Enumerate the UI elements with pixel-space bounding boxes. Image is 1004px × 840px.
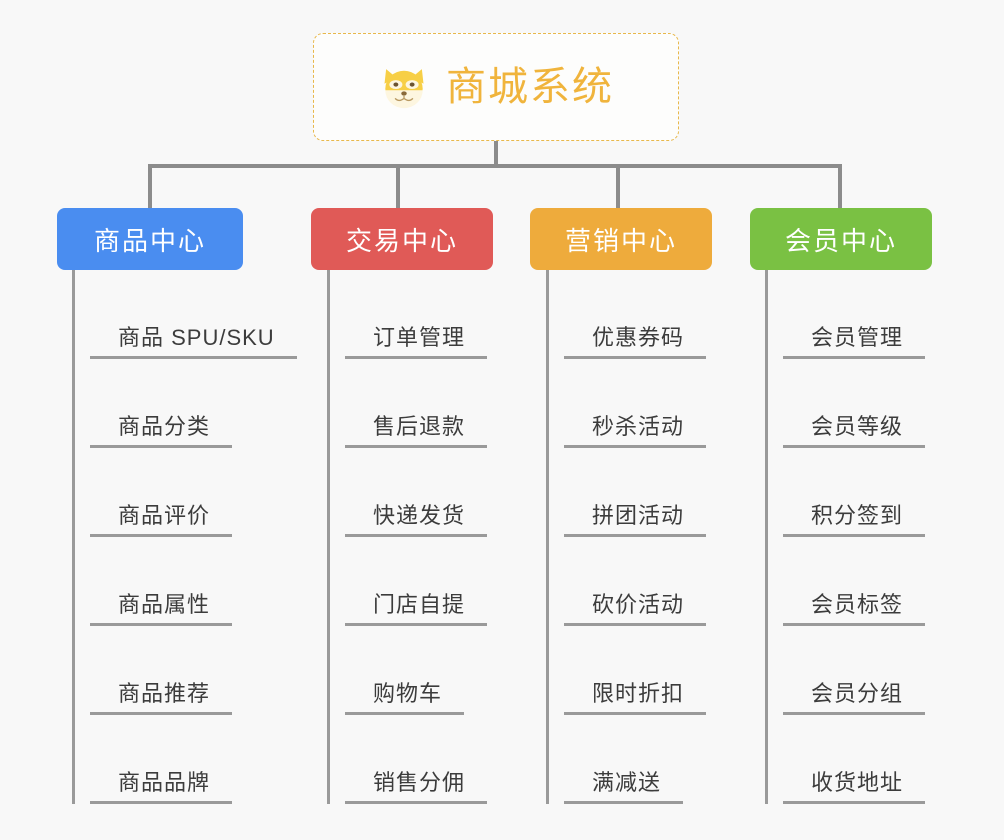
list-item-label: 商品品牌 <box>90 769 233 804</box>
column-member-center: 会员中心 会员管理 会员等级 积分签到 会员标签 会员分组 收货地址 <box>750 208 975 804</box>
list-item[interactable]: 会员分组 <box>783 626 975 715</box>
list-item-label: 收货地址 <box>783 769 926 804</box>
list-item[interactable]: 商品属性 <box>90 537 317 626</box>
list-item[interactable]: 拼团活动 <box>564 448 755 537</box>
list-item[interactable]: 商品评价 <box>90 448 317 537</box>
root-node-mall-system[interactable]: 商城系统 <box>313 33 679 141</box>
list-item-label: 拼团活动 <box>564 502 707 537</box>
item-list-member-center: 会员管理 会员等级 积分签到 会员标签 会员分组 收货地址 <box>765 270 975 804</box>
list-item[interactable]: 商品分类 <box>90 359 317 448</box>
category-box-trade-center[interactable]: 交易中心 <box>311 208 493 270</box>
list-item[interactable]: 限时折扣 <box>564 626 755 715</box>
list-item[interactable]: 满减送 <box>564 715 755 804</box>
list-item-label: 砍价活动 <box>564 591 707 626</box>
list-item-label: 商品推荐 <box>90 680 233 715</box>
list-item-label: 购物车 <box>345 680 465 715</box>
list-item-label: 商品 SPU/SKU <box>90 324 297 359</box>
list-item[interactable]: 积分签到 <box>783 448 975 537</box>
list-item-label: 优惠券码 <box>564 324 707 359</box>
list-item[interactable]: 收货地址 <box>783 715 975 804</box>
list-item[interactable]: 购物车 <box>345 626 536 715</box>
root-title: 商城系统 <box>446 65 614 109</box>
list-item[interactable]: 商品推荐 <box>90 626 317 715</box>
list-item[interactable]: 销售分佣 <box>345 715 536 804</box>
connector-drop-trade-center <box>396 164 400 210</box>
list-item[interactable]: 秒杀活动 <box>564 359 755 448</box>
column-marketing-center: 营销中心 优惠券码 秒杀活动 拼团活动 砍价活动 限时折扣 满减送 <box>530 208 755 804</box>
list-item-label: 门店自提 <box>345 591 488 626</box>
category-box-marketing-center[interactable]: 营销中心 <box>530 208 712 270</box>
list-item-label: 售后退款 <box>345 413 488 448</box>
list-item-label: 限时折扣 <box>564 680 707 715</box>
list-item-label: 会员标签 <box>783 591 926 626</box>
category-box-product-center[interactable]: 商品中心 <box>57 208 243 270</box>
list-item-label: 会员管理 <box>783 324 926 359</box>
list-item-label: 会员等级 <box>783 413 926 448</box>
connector-drop-member-center <box>838 164 842 210</box>
list-item[interactable]: 会员等级 <box>783 359 975 448</box>
list-item-label: 积分签到 <box>783 502 926 537</box>
list-item-label: 商品属性 <box>90 591 233 626</box>
item-list-trade-center: 订单管理 售后退款 快递发货 门店自提 购物车 销售分佣 <box>327 270 536 804</box>
connector-drop-marketing-center <box>616 164 620 210</box>
item-list-marketing-center: 优惠券码 秒杀活动 拼团活动 砍价活动 限时折扣 满减送 <box>546 270 755 804</box>
category-box-member-center[interactable]: 会员中心 <box>750 208 932 270</box>
list-item[interactable]: 商品品牌 <box>90 715 317 804</box>
connector-horizontal-bus <box>148 164 842 168</box>
item-list-product-center: 商品 SPU/SKU 商品分类 商品评价 商品属性 商品推荐 商品品牌 <box>72 270 317 804</box>
list-item-label: 会员分组 <box>783 680 926 715</box>
connector-root-stem <box>494 141 498 168</box>
category-label: 会员中心 <box>784 225 897 256</box>
list-item[interactable]: 快递发货 <box>345 448 536 537</box>
category-label: 交易中心 <box>345 225 458 256</box>
list-item[interactable]: 订单管理 <box>345 270 536 359</box>
list-item-label: 商品评价 <box>90 502 233 537</box>
category-label: 营销中心 <box>564 225 677 256</box>
list-item[interactable]: 门店自提 <box>345 537 536 626</box>
list-item[interactable]: 商品 SPU/SKU <box>90 270 317 359</box>
list-item-label: 销售分佣 <box>345 769 488 804</box>
connector-drop-product-center <box>148 164 152 210</box>
list-item-label: 快递发货 <box>345 502 488 537</box>
list-item[interactable]: 砍价活动 <box>564 537 755 626</box>
list-item[interactable]: 会员标签 <box>783 537 975 626</box>
category-label: 商品中心 <box>93 225 206 256</box>
column-product-center: 商品中心 商品 SPU/SKU 商品分类 商品评价 商品属性 商品推荐 商品品牌 <box>57 208 317 804</box>
shiba-dog-icon <box>384 69 424 109</box>
column-trade-center: 交易中心 订单管理 售后退款 快递发货 门店自提 购物车 销售分佣 <box>311 208 536 804</box>
list-item[interactable]: 售后退款 <box>345 359 536 448</box>
list-item[interactable]: 优惠券码 <box>564 270 755 359</box>
list-item-label: 满减送 <box>564 769 684 804</box>
list-item-label: 订单管理 <box>345 324 488 359</box>
list-item[interactable]: 会员管理 <box>783 270 975 359</box>
list-item-label: 秒杀活动 <box>564 413 707 448</box>
list-item-label: 商品分类 <box>90 413 233 448</box>
